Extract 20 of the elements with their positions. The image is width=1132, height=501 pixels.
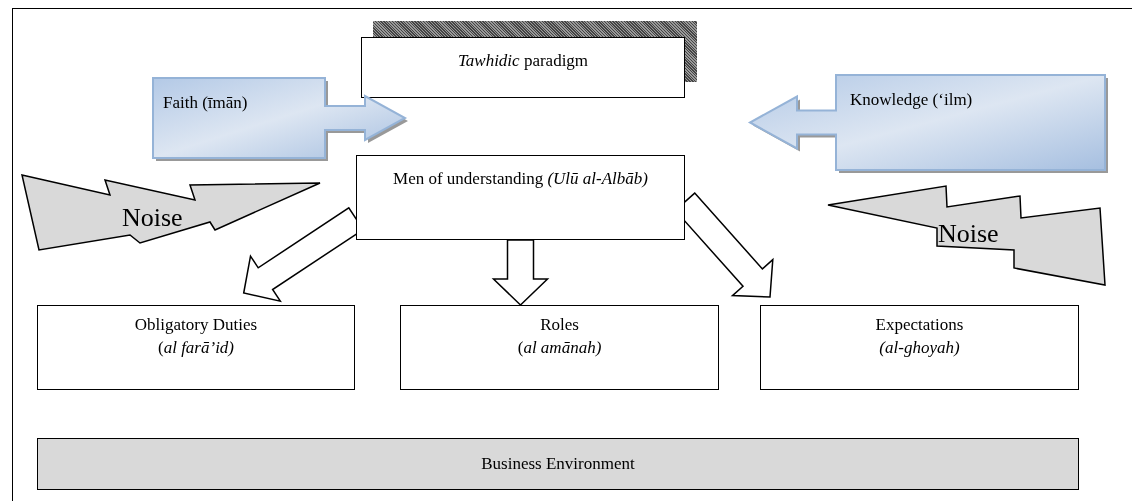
environment-band xyxy=(37,438,1079,490)
process-box xyxy=(356,155,685,240)
process-box xyxy=(760,305,1079,390)
block-arrow xyxy=(491,239,550,307)
node-text: Men of understanding (Ulū al-Albāb) xyxy=(392,168,649,190)
node-text: Expectations xyxy=(874,314,965,336)
node-text: (al farā’id) xyxy=(157,336,235,359)
node-text: Noise xyxy=(938,218,999,250)
node-text: (al amānah) xyxy=(516,336,603,359)
node-text: Business Environment xyxy=(480,453,636,475)
node-text: Faith (īmān) xyxy=(163,92,248,114)
node-text: Roles xyxy=(539,314,580,336)
process-box xyxy=(37,305,355,390)
node-text: (al-ghoyah) xyxy=(878,336,961,359)
node-text: Noise xyxy=(122,202,183,234)
node-text: Knowledge (‘ilm) xyxy=(850,89,973,111)
node-text: Tawhidic paradigm xyxy=(456,50,590,72)
node-text: Obligatory Duties xyxy=(133,314,259,336)
process-box xyxy=(400,305,719,390)
process-box xyxy=(361,37,685,98)
